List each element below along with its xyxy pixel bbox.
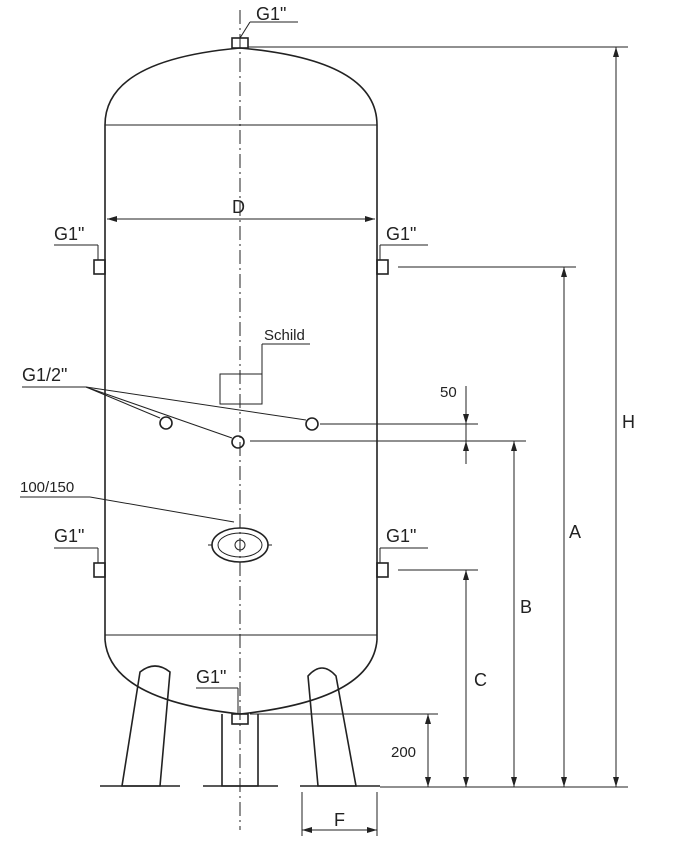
center-leg	[203, 714, 278, 787]
half-inch-socket-right	[305, 417, 319, 431]
label-bottom-connection: G1"	[196, 667, 226, 687]
manhole	[208, 527, 272, 563]
label-left-lower-connection: G1"	[54, 526, 84, 546]
dim-half-inch-height: B	[520, 597, 532, 617]
label-half-inch-connections: G1/2"	[22, 365, 67, 385]
half-inch-socket-left	[159, 416, 173, 430]
dim-offset-50: 50	[440, 384, 457, 401]
dim-upper-connection-height: A	[569, 522, 581, 542]
half-inch-socket-center	[231, 435, 245, 449]
dim-foot-width: F	[334, 810, 345, 830]
bottom-socket	[231, 713, 249, 725]
left-leg	[100, 665, 180, 787]
dim-diameter: D	[232, 197, 245, 217]
label-manhole: 100/150	[20, 479, 74, 496]
label-nameplate: Schild	[264, 327, 305, 344]
nameplate	[219, 373, 263, 405]
right-leg	[300, 667, 380, 787]
vessel-body	[104, 47, 378, 715]
dim-lower-connection-height: C	[474, 670, 487, 690]
left-lower-socket	[93, 562, 106, 578]
left-upper-socket	[93, 259, 106, 275]
right-lower-socket	[376, 562, 389, 578]
right-upper-socket	[376, 259, 389, 275]
label-top-connection: G1"	[256, 4, 286, 24]
label-left-upper-connection: G1"	[54, 224, 84, 244]
dim-overall-height: H	[622, 412, 635, 432]
dim-bottom-clearance: 200	[391, 744, 416, 761]
label-right-upper-connection: G1"	[386, 224, 416, 244]
label-right-lower-connection: G1"	[386, 526, 416, 546]
